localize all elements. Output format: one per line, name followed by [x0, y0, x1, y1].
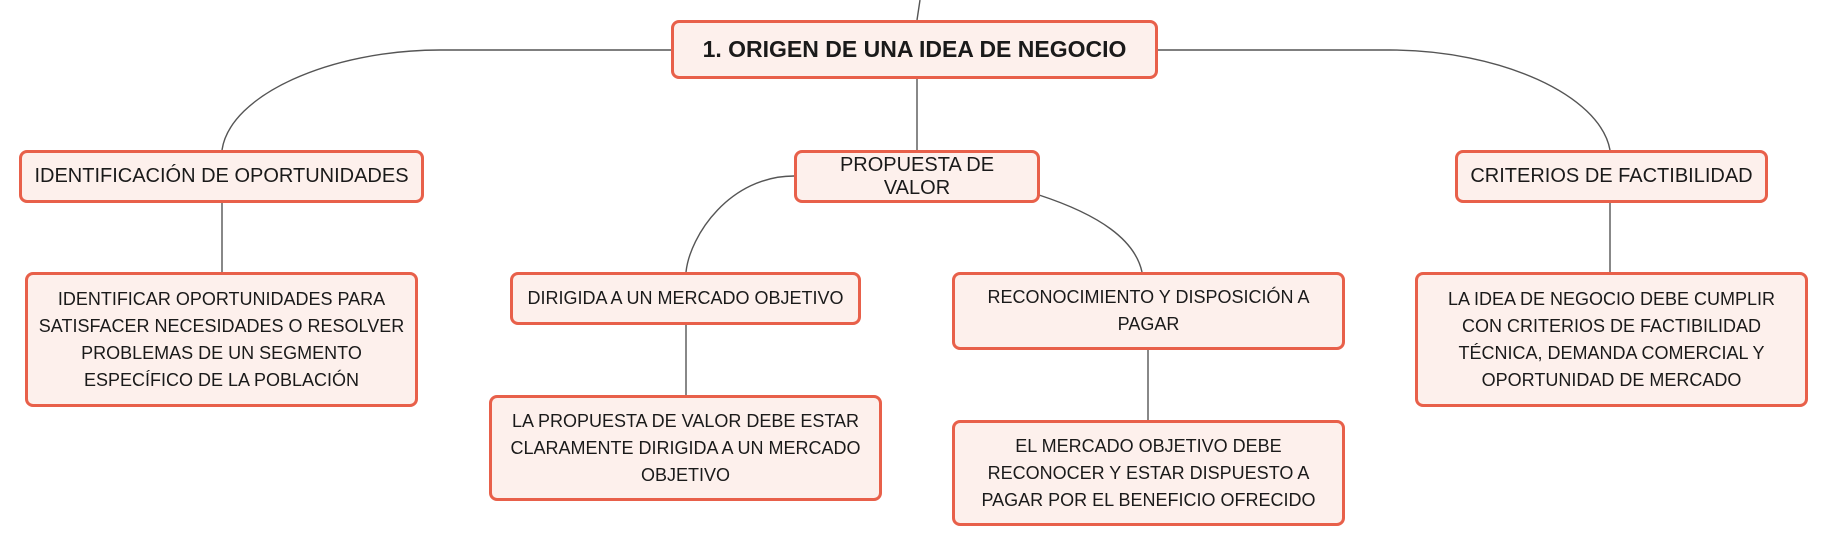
node-identificar-oportunidades-detalle[interactable]: IDENTIFICAR OPORTUNIDADES PARA SATISFACE…	[25, 272, 418, 407]
connector-root-to-criterios	[1158, 49, 1611, 151]
node-propuesta-valor-detalle[interactable]: LA PROPUESTA DE VALOR DEBE ESTAR CLARAME…	[489, 395, 882, 501]
root-node[interactable]: 1. ORIGEN DE UNA IDEA DE NEGOCIO	[671, 20, 1158, 79]
connector-top-stub	[916, 0, 921, 21]
node-identificacion-oportunidades[interactable]: IDENTIFICACIÓN DE OPORTUNIDADES	[19, 150, 424, 203]
node-propuesta-valor[interactable]: PROPUESTA DE VALOR	[794, 150, 1040, 203]
node-criterios-factibilidad[interactable]: CRITERIOS DE FACTIBILIDAD	[1455, 150, 1768, 203]
node-reconocimiento-disposicion[interactable]: RECONOCIMIENTO Y DISPOSICIÓN A PAGAR	[952, 272, 1345, 350]
connector-propuesta-to-reconocimiento	[1038, 194, 1143, 273]
connector-root-to-identificacion	[221, 49, 671, 151]
connector-propuesta-to-dirigida	[685, 175, 795, 273]
node-mercado-objetivo-detalle[interactable]: EL MERCADO OBJETIVO DEBE RECONOCER Y EST…	[952, 420, 1345, 526]
node-criterios-detalle[interactable]: LA IDEA DE NEGOCIO DEBE CUMPLIR CON CRIT…	[1415, 272, 1808, 407]
node-dirigida-mercado-objetivo[interactable]: DIRIGIDA A UN MERCADO OBJETIVO	[510, 272, 861, 325]
